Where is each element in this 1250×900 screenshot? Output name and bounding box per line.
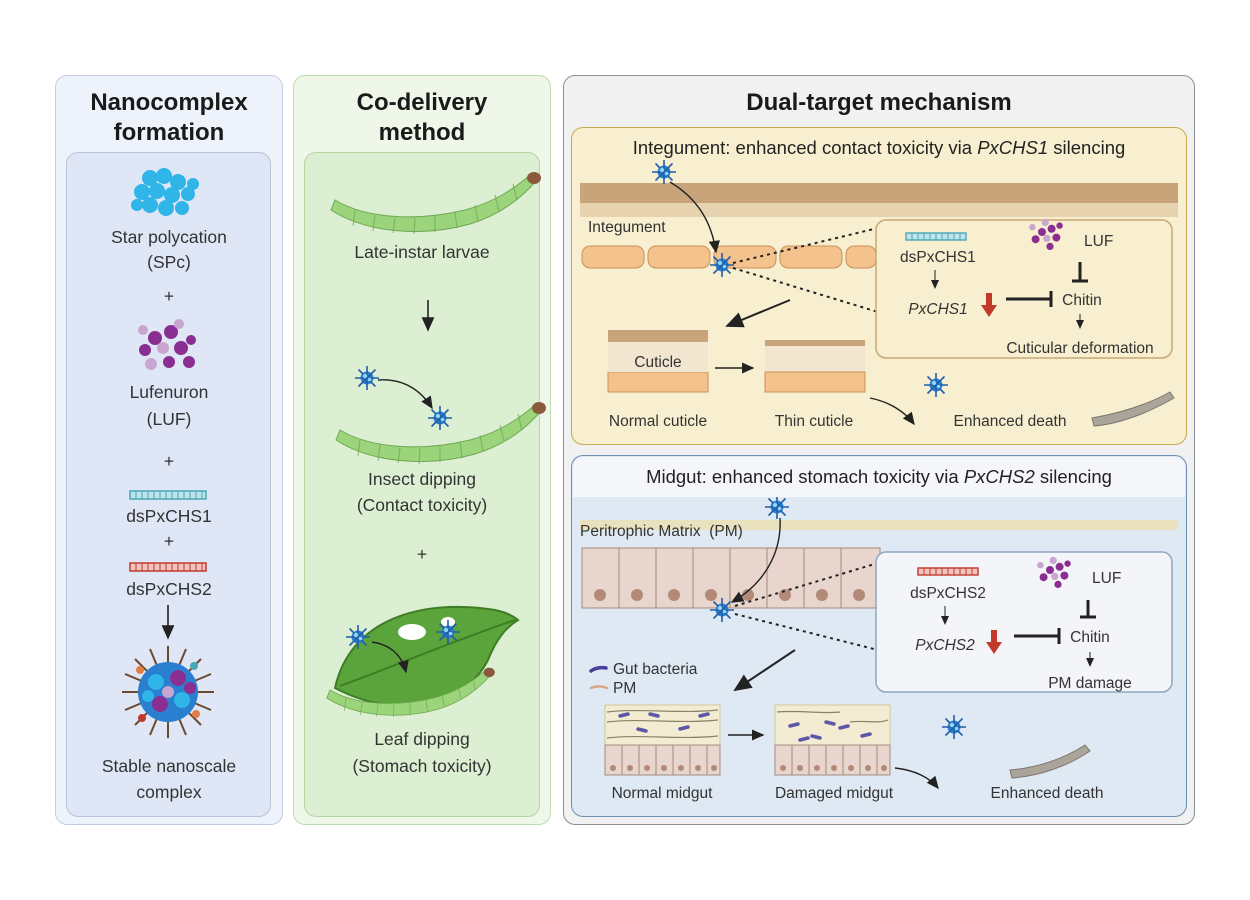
complex-label-line1: Stable nanoscale <box>101 756 237 776</box>
enhanced-death-label: Enhanced death <box>990 785 1104 802</box>
pxchs1-gene-label: PxCHS1 <box>908 301 968 318</box>
spc-label-line2: (SPc) <box>147 252 191 272</box>
plus-sign: + <box>163 531 175 551</box>
luf-label-line1: Lufenuron <box>129 382 209 402</box>
normal-cuticle-label: Normal cuticle <box>608 413 708 430</box>
integument-heading-prefix: Integument: enhanced contact toxicity vi… <box>632 137 978 158</box>
chitin-label: Chitin <box>1070 629 1110 646</box>
midgut-heading-prefix: Midgut: enhanced stomach toxicity via <box>646 466 964 487</box>
leaf-dipping-label-line2: (Stomach toxicity) <box>352 756 492 776</box>
midgut-heading-band <box>573 457 1185 497</box>
insect-dipping-label-line2: (Contact toxicity) <box>356 495 488 515</box>
dspxchs1-label: dsPxCHS1 <box>900 249 976 266</box>
co-delivery-title-line2: method <box>378 119 466 146</box>
insect-dipping-label-line1: Insect dipping <box>368 469 476 489</box>
legend-pm-label: PM <box>613 680 637 697</box>
dspxchs2-label: dsPxCHS2 <box>910 585 986 602</box>
integument-box <box>571 127 1187 445</box>
dspxchs2-label: dsPxCHS2 <box>126 579 212 599</box>
complex-label-line2: complex <box>136 782 202 802</box>
co-delivery-title-line1: Co-delivery <box>356 89 488 116</box>
legend-gut-bacteria-label: Gut bacteria <box>613 661 698 678</box>
dual-target-title: Dual-target mechanism <box>746 89 1012 116</box>
cuticle-label: Cuticle <box>608 353 708 372</box>
enhanced-death-label: Enhanced death <box>953 413 1067 430</box>
midgut-heading: Midgut: enhanced stomach toxicity via Px… <box>571 466 1187 488</box>
nanocomplex-title-line1: Nanocomplex <box>90 89 248 116</box>
leaf-dipping-label-line1: Leaf dipping <box>374 729 470 749</box>
peritrophic-matrix-label: Peritrophic Matrix (PM) <box>580 523 743 540</box>
normal-midgut-label: Normal midgut <box>611 785 713 802</box>
thin-cuticle-label: Thin cuticle <box>774 413 854 430</box>
luf-label-line2: (LUF) <box>146 409 192 429</box>
plus-sign: + <box>416 544 428 564</box>
damaged-midgut-label: Damaged midgut <box>774 785 894 802</box>
integument-heading-suffix: silencing <box>1048 137 1126 158</box>
dspxchs1-label: dsPxCHS1 <box>126 506 212 526</box>
pm-damage-label: PM damage <box>1048 675 1132 692</box>
pxchs2-gene-label: PxCHS2 <box>915 637 975 654</box>
integument-tissue-label: Integument <box>588 219 666 236</box>
integument-heading-gene: PxCHS1 <box>977 137 1049 158</box>
midgut-heading-suffix: silencing <box>1034 466 1112 487</box>
plus-sign: + <box>163 286 175 306</box>
spc-label-line1: Star polycation <box>111 227 227 247</box>
midgut-heading-gene: PxCHS2 <box>963 466 1035 487</box>
chitin-label: Chitin <box>1062 292 1102 309</box>
luf-label: LUF <box>1084 233 1114 250</box>
nanocomplex-title-line2: formation <box>113 119 225 146</box>
larvae-label: Late-instar larvae <box>354 242 490 262</box>
luf-label: LUF <box>1092 570 1122 587</box>
plus-sign: + <box>163 451 175 471</box>
integument-heading: Integument: enhanced contact toxicity vi… <box>571 137 1187 159</box>
cuticular-deformation-label: Cuticular deformation <box>1006 340 1154 357</box>
